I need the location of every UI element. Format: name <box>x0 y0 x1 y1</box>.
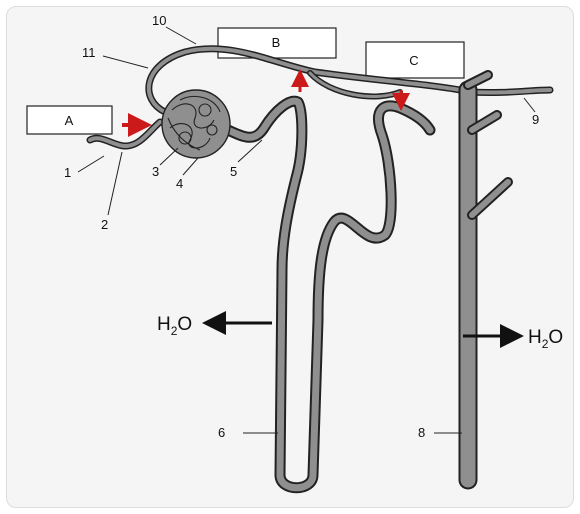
number-10: 10 <box>152 13 166 28</box>
water-label-right: H2O <box>528 327 563 351</box>
number-3: 3 <box>152 164 159 179</box>
number-6: 6 <box>218 425 225 440</box>
number-5: 5 <box>230 164 237 179</box>
renal-tubule <box>228 101 430 488</box>
number-8: 8 <box>418 425 425 440</box>
number-9: 9 <box>532 112 539 127</box>
box-label-b: B <box>272 35 281 50</box>
number-2: 2 <box>101 217 108 232</box>
number-1: 1 <box>64 165 71 180</box>
water-label-left: H2O <box>157 314 192 338</box>
box-label-c: C <box>409 53 418 68</box>
number-11: 11 <box>82 45 96 60</box>
number-4: 4 <box>176 176 183 191</box>
box-label-a: A <box>65 113 74 128</box>
